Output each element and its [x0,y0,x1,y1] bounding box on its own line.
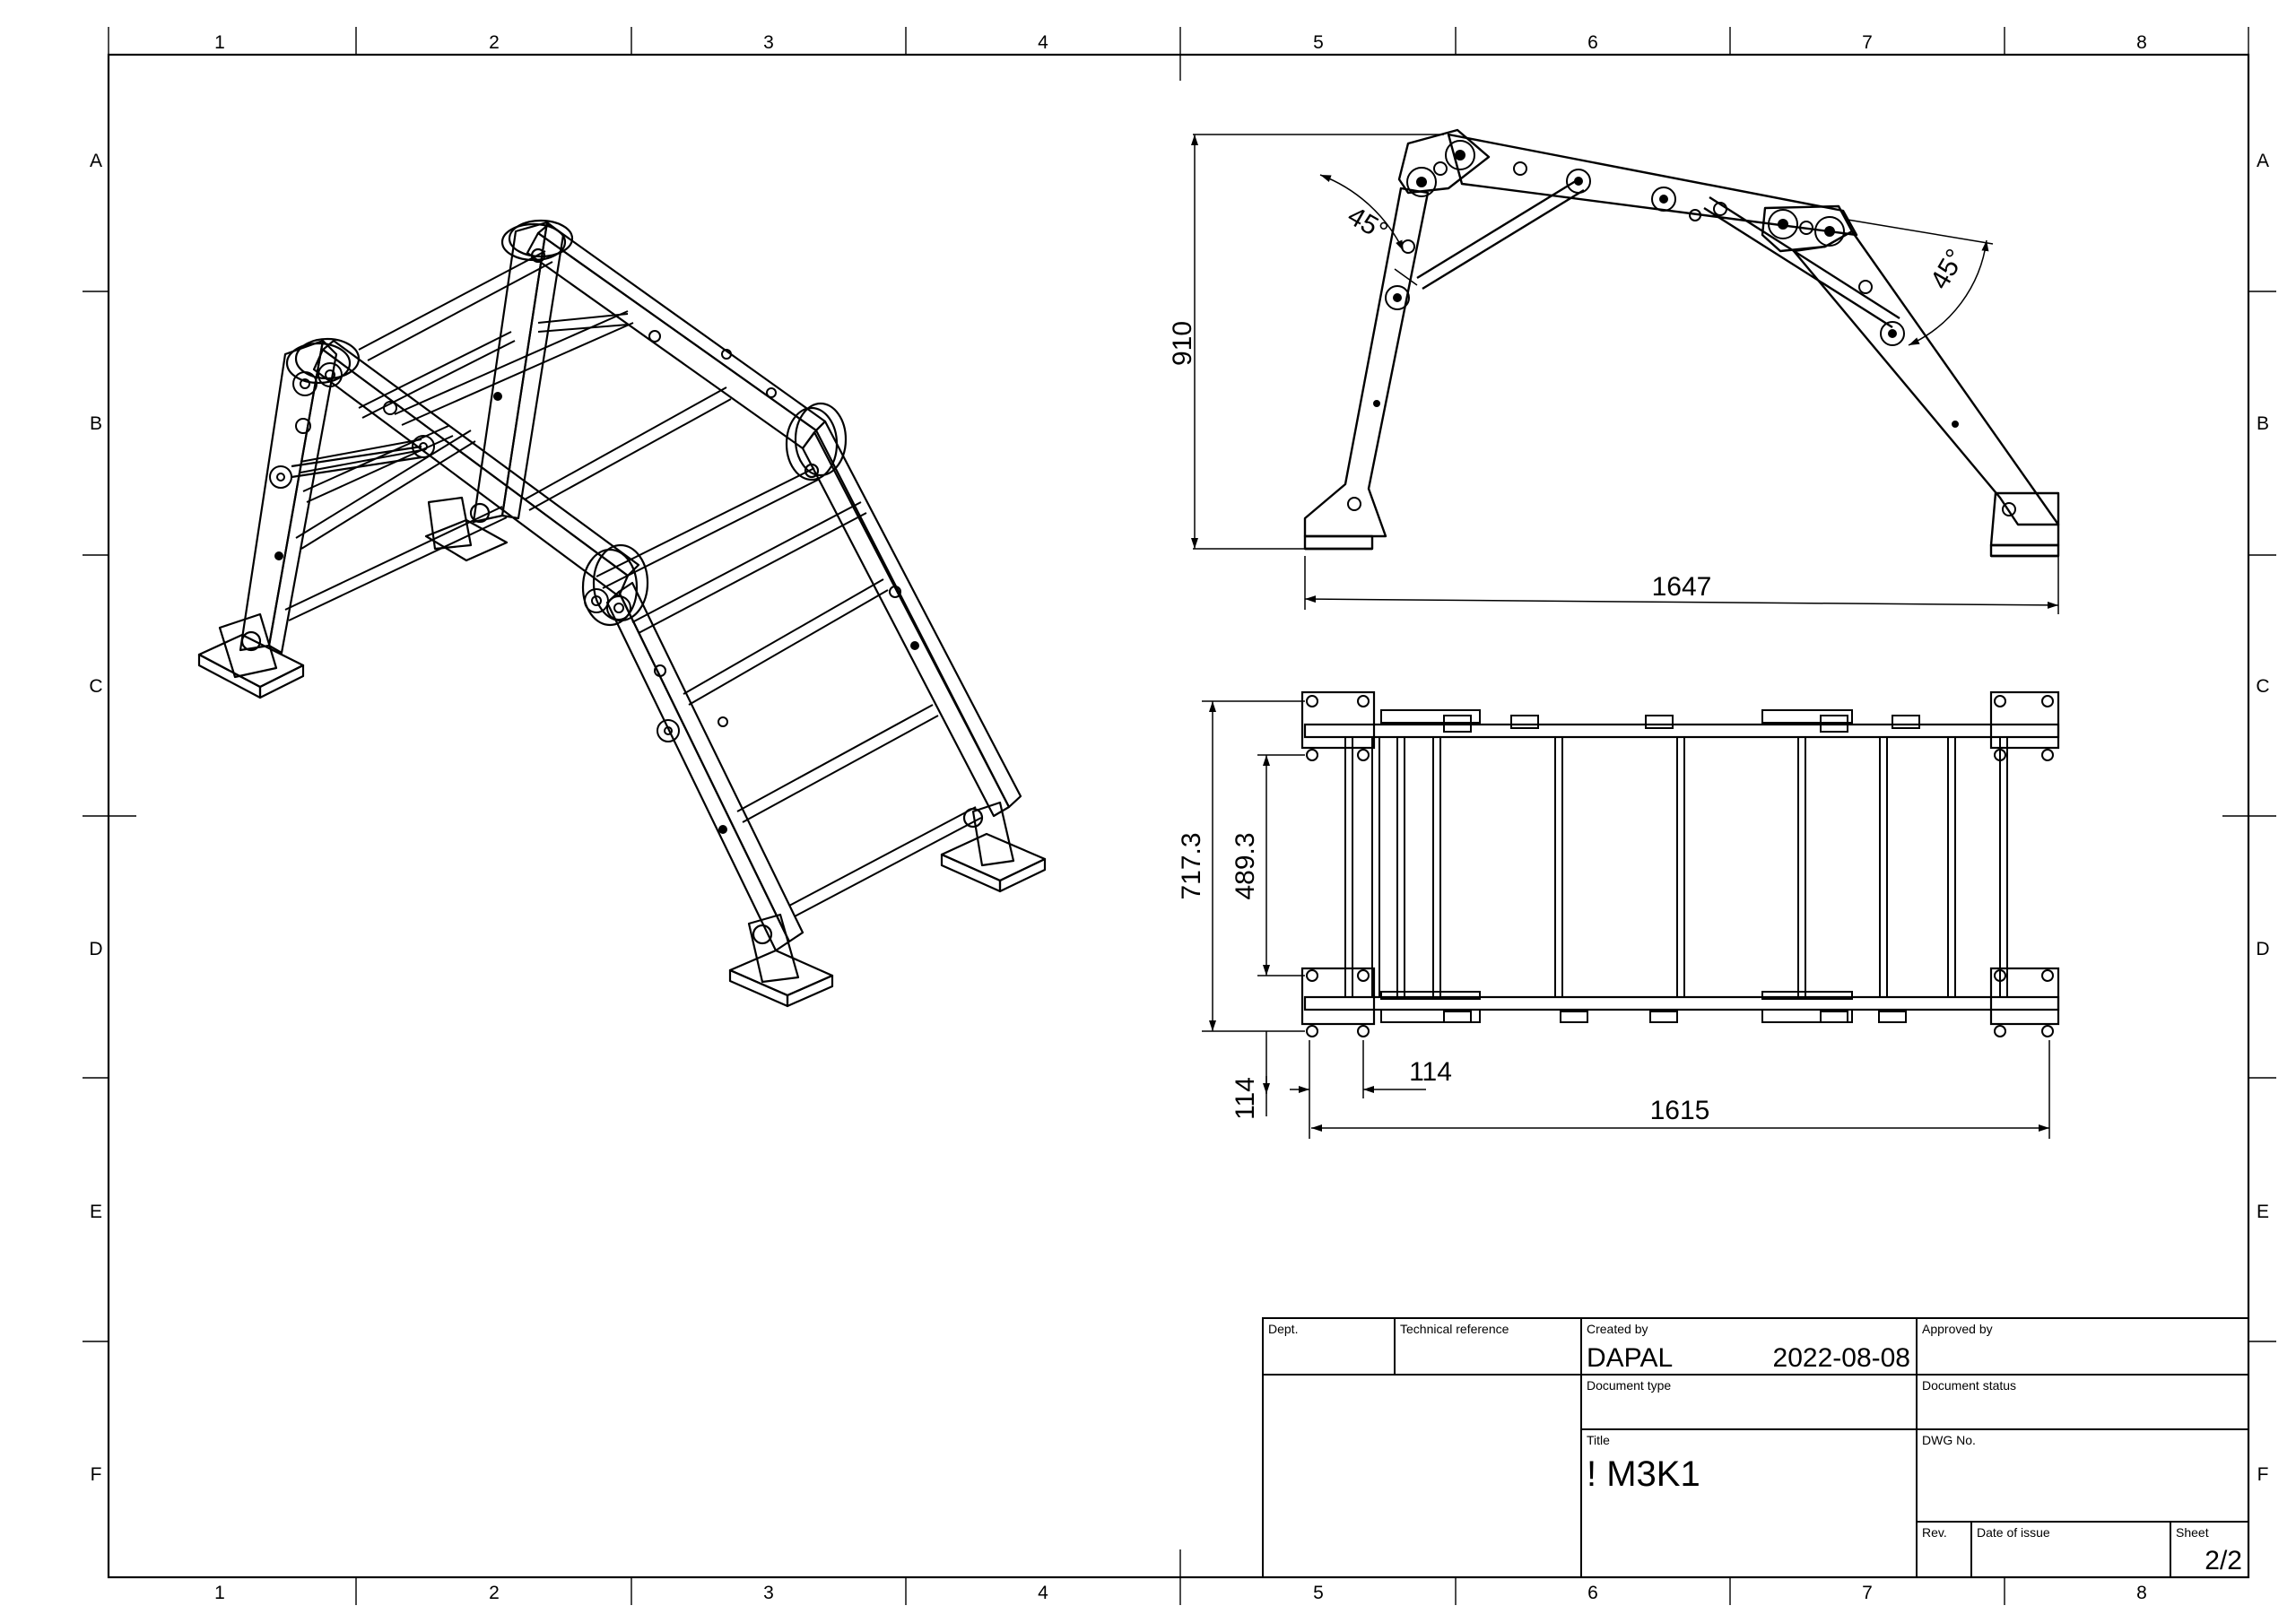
title-value: ! M3K1 [1587,1454,1700,1494]
row-label: E [90,1202,102,1222]
column-label: 3 [763,1583,774,1603]
row-label: A [90,151,102,171]
top-rungs [1344,736,2008,998]
column-labels-bottom: 1 2 3 4 5 6 7 8 [214,1583,2147,1603]
top-fittings [1380,709,1920,1023]
dimension-angle-left: 45° [1343,201,1393,247]
dept-label: Dept. [1268,1322,1298,1336]
column-label: 6 [1587,1583,1598,1603]
iso-sprockets [269,330,919,834]
iso-feet [197,496,1047,1008]
column-label: 2 [489,32,500,53]
created-by-value: DAPAL [1587,1343,1673,1373]
title-block [1262,1317,2249,1578]
created-by-label: Created by [1587,1322,1648,1336]
document-type-label: Document type [1587,1378,1671,1393]
top-dimensions [1202,700,2050,1139]
dimension-114-vertical: 114 [1231,1077,1260,1120]
column-label: 4 [1038,1583,1048,1603]
document-status-label: Document status [1922,1378,2016,1393]
sheet-label: Sheet [2176,1525,2209,1540]
row-label: A [2257,151,2269,171]
row-labels-left: A B C D E F [89,151,102,1485]
column-label: 7 [1862,32,1873,53]
front-view [1303,128,2060,558]
front-dimensions [1191,134,2059,614]
row-label: F [2257,1464,2269,1485]
column-label: 1 [214,32,225,53]
row-label: F [91,1464,102,1485]
front-sprockets [1347,140,2016,516]
top-view [1300,690,2060,1037]
row-labels-right: A B C D E F [2256,151,2269,1485]
iso-rungs [284,250,982,917]
sheet-value: 2/2 [2205,1546,2242,1575]
title-label: Title [1587,1433,1610,1447]
row-label: D [2256,939,2269,959]
column-label: 4 [1038,32,1048,53]
dimension-angle-right: 45° [1925,244,1970,294]
approved-by-label: Approved by [1922,1322,1993,1336]
dwg-no-label: DWG No. [1922,1433,1976,1447]
iso-back-frame [472,219,1022,818]
title-block-text: Dept. Technical reference Created by DAP… [1268,1322,2242,1575]
row-label: C [89,676,102,697]
row-label: E [2257,1202,2269,1222]
created-date-value: 2022-08-08 [1773,1343,1910,1373]
technical-reference-label: Technical reference [1400,1322,1509,1336]
column-label: 5 [1313,32,1324,53]
column-label: 8 [2136,32,2147,53]
top-bolts [1306,695,2054,1037]
dimension-1647: 1647 [1652,572,1712,602]
dimension-717-3: 717.3 [1177,832,1206,899]
dimension-910: 910 [1168,321,1197,366]
column-label: 6 [1587,32,1598,53]
row-label: D [89,939,102,959]
column-label: 8 [2136,1583,2147,1603]
dimension-489-3: 489.3 [1231,832,1260,899]
dimension-114-horizontal: 114 [1409,1057,1452,1087]
date-of-issue-label: Date of issue [1977,1525,2050,1540]
top-dimension-labels: 717.3 489.3 114 114 1615 [1177,832,1709,1125]
column-label: 2 [489,1583,500,1603]
column-label: 5 [1313,1583,1324,1603]
row-label: B [90,413,102,434]
isometric-view [197,219,1047,1008]
column-label: 3 [763,32,774,53]
iso-front-frame [239,337,804,952]
column-labels-top: 1 2 3 4 5 6 7 8 [214,32,2147,53]
drawing-frame [83,27,2276,1605]
rev-label: Rev. [1922,1525,1947,1540]
row-label: C [2256,676,2269,697]
front-dimension-labels: 910 1647 45° 45° [1168,201,1970,602]
column-label: 7 [1862,1583,1873,1603]
column-label: 1 [214,1583,225,1603]
dimension-1615: 1615 [1650,1096,1710,1125]
row-label: B [2257,413,2269,434]
